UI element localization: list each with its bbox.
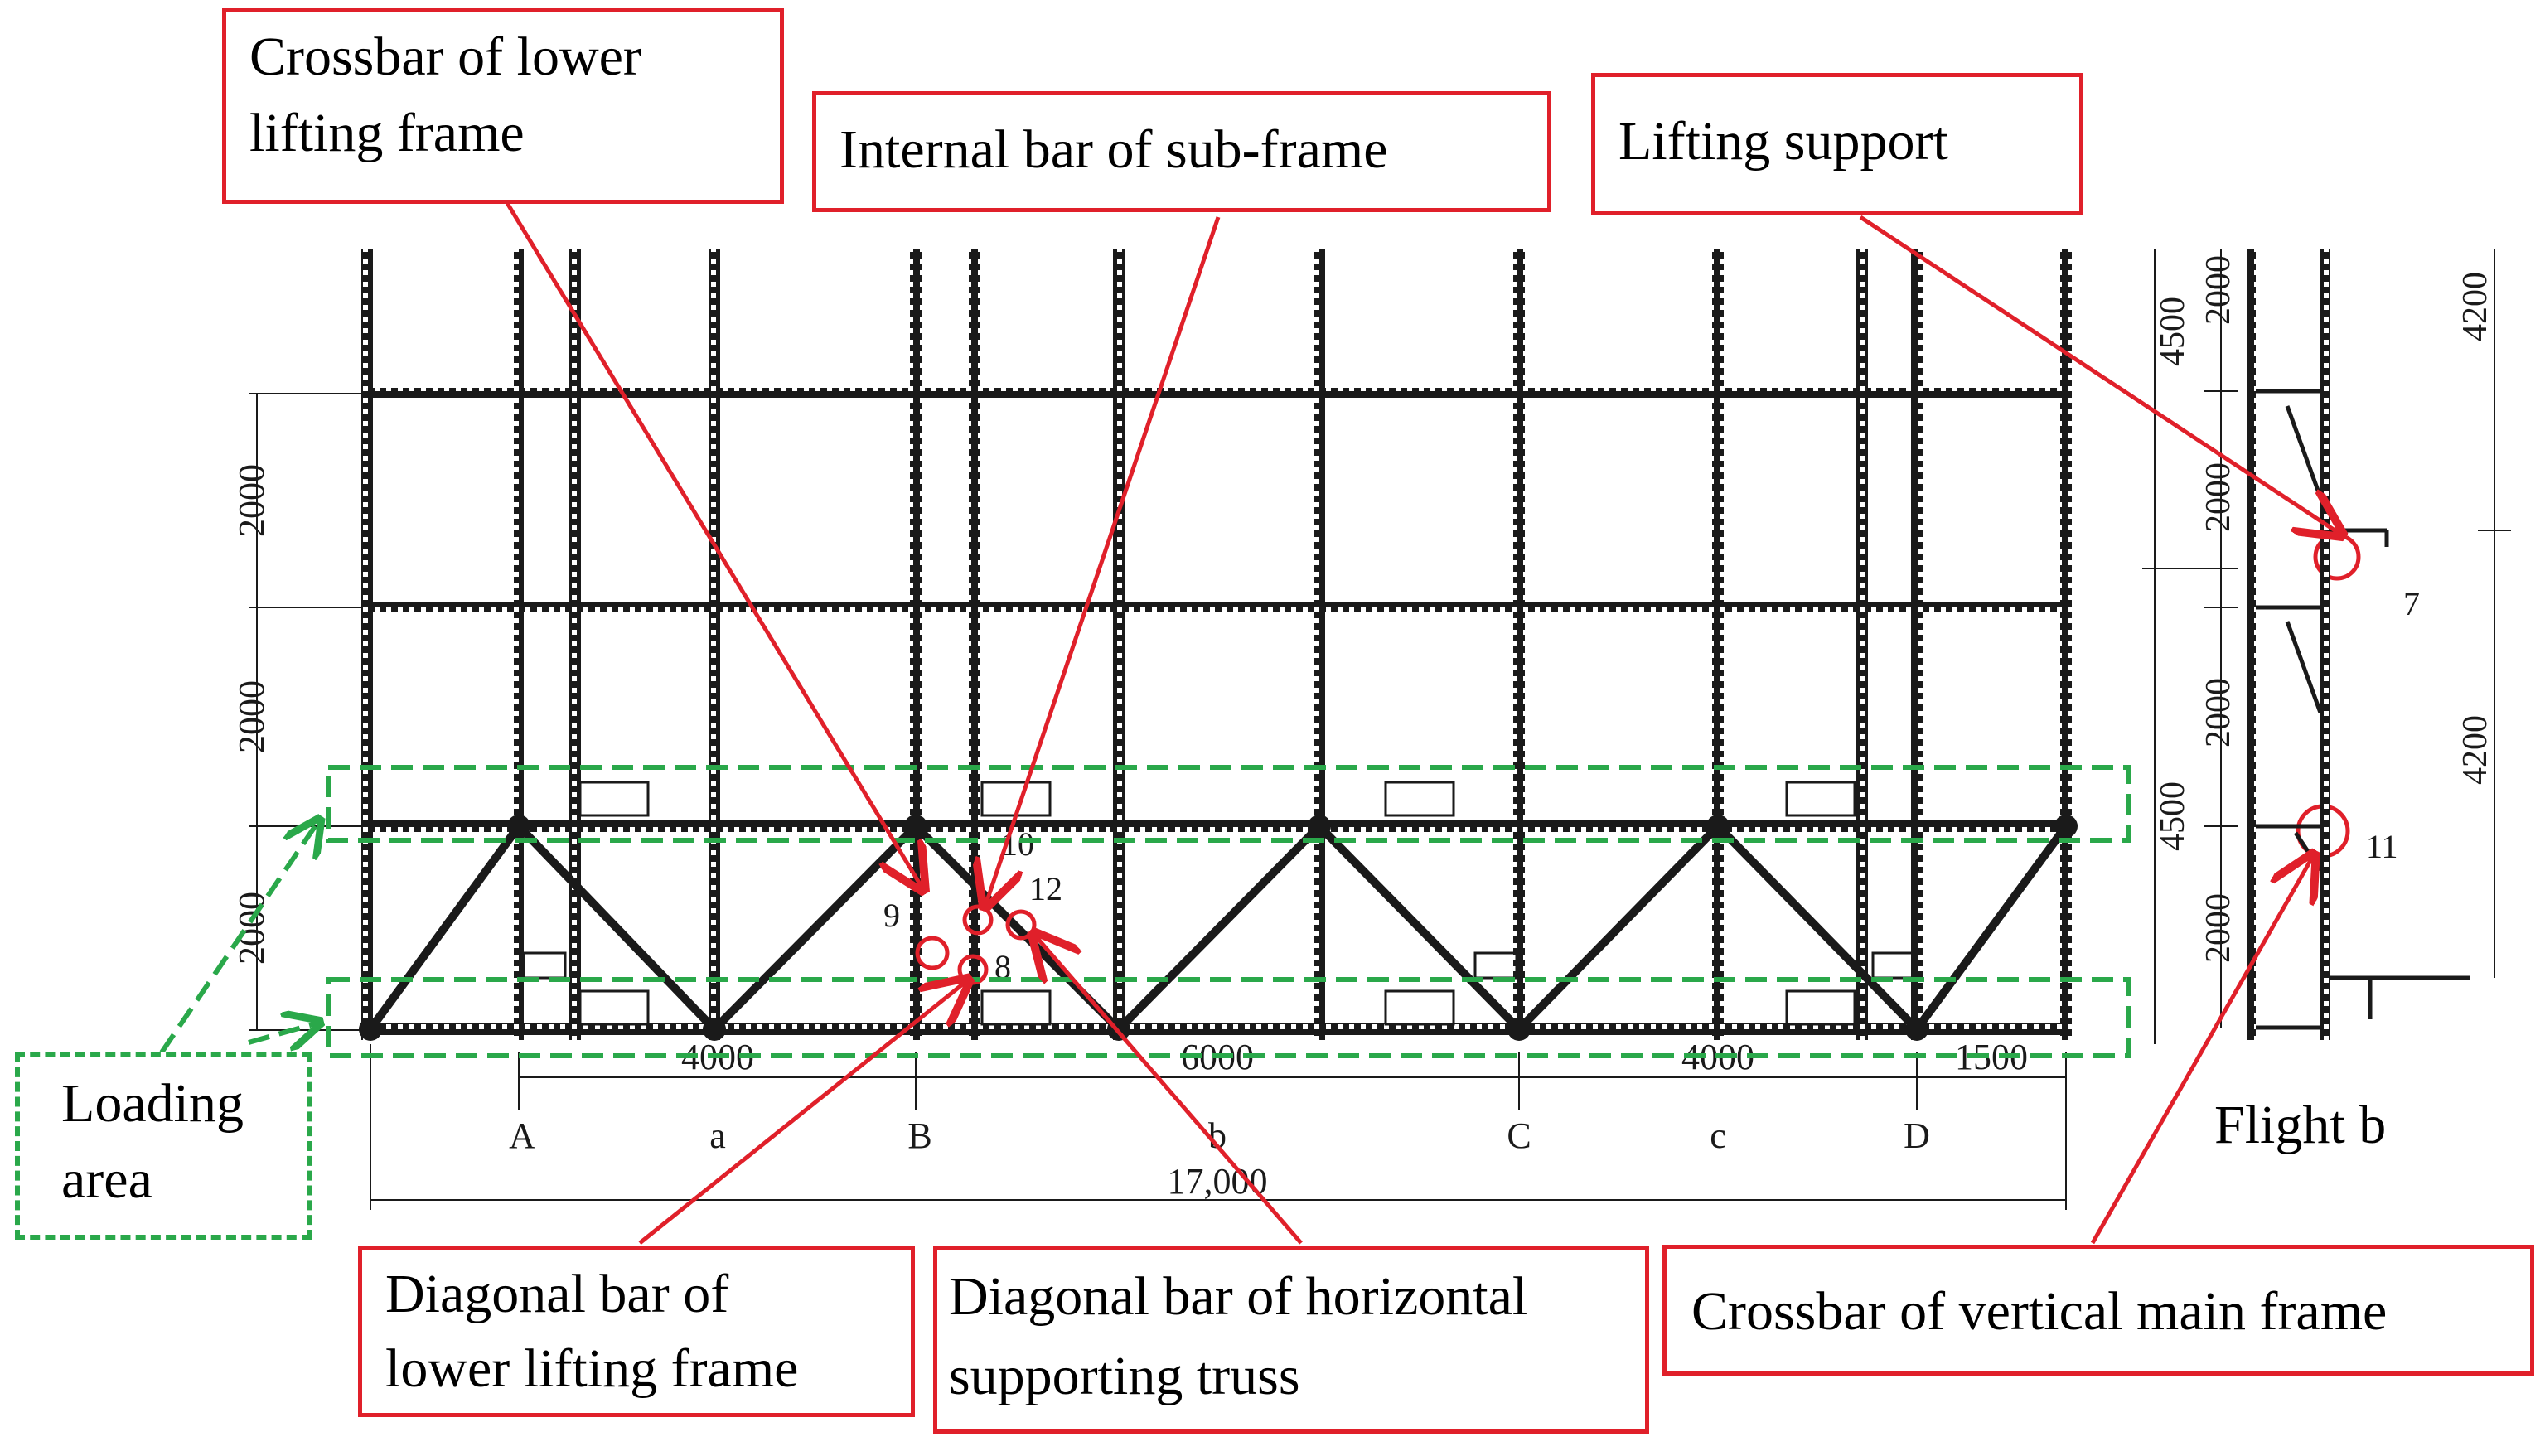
- callout-crossbar-vertical-main-frame: Crossbar of vertical main frame: [1662, 1245, 2534, 1376]
- column-9: [1513, 249, 1525, 1040]
- column-1: [361, 249, 373, 1040]
- callout-line-2: lifting frame: [249, 103, 525, 163]
- callout-internal-bar-subframe: Internal bar of sub-frame: [812, 91, 1551, 212]
- axis-label-a-upper: A: [509, 1115, 535, 1156]
- column-10: [1712, 249, 1724, 1040]
- callout-diagonal-lower-lifting-frame: Diagonal bar of lower lifting frame: [358, 1246, 915, 1417]
- beam-mid: [361, 602, 2072, 612]
- callout-lifting-support: Lifting support: [1591, 73, 2083, 215]
- loading-arrows: [159, 820, 319, 1054]
- axis-label-b-upper: B: [907, 1115, 931, 1156]
- side-dim-2000-c: 2000: [2199, 678, 2238, 747]
- axis-label-c-upper: C: [1507, 1115, 1531, 1156]
- main-frame: [359, 249, 2078, 1041]
- dimension-lines: [249, 393, 2067, 1210]
- dim-height-mid: 2000: [231, 680, 272, 753]
- side-dim-4200-lower: 4200: [2456, 715, 2494, 785]
- column-7: [1113, 249, 1125, 1040]
- beam-top: [361, 388, 2072, 398]
- loading-area-label: Loading area: [15, 1052, 312, 1240]
- side-dim-4500-upper: 4500: [2154, 297, 2192, 366]
- callout-line-1: Lifting support: [1618, 111, 1948, 172]
- loading-line-1: Loading: [61, 1073, 244, 1134]
- callout-line-1: Diagonal bar of horizontal: [949, 1266, 1528, 1327]
- dim-height-bottom: 2000: [231, 892, 272, 965]
- flight-b-label: Flight b: [2214, 1095, 2387, 1155]
- side-dim-2000-d: 2000: [2199, 893, 2238, 963]
- loading-zones: [326, 765, 2131, 1058]
- node-number-9: 9: [883, 897, 900, 934]
- equipment-plates: [522, 781, 1916, 1026]
- beam-bottom: [361, 1023, 2072, 1035]
- loading-line-2: area: [61, 1149, 152, 1210]
- axis-label-a-lower: a: [709, 1115, 726, 1156]
- column-6: [969, 249, 980, 1040]
- truss-diagonals: [366, 823, 2070, 1033]
- column-2: [514, 249, 524, 1040]
- column-11: [1856, 249, 1868, 1040]
- column-12: [1911, 249, 1923, 1040]
- side-column-outer: [2247, 249, 2256, 1040]
- callout-diagonal-horizontal-truss: Diagonal bar of horizontal supporting tr…: [933, 1246, 1649, 1434]
- axis-label-d-upper: D: [1904, 1115, 1930, 1156]
- loading-zone-upper: [326, 765, 2131, 843]
- column-8: [1314, 249, 1325, 1040]
- side-column-inner: [2320, 249, 2330, 1040]
- side-dim-4500-lower: 4500: [2154, 781, 2192, 851]
- dim-total: 17,000: [1168, 1161, 1268, 1202]
- callout-line-1: Crossbar of vertical main frame: [1691, 1281, 2388, 1342]
- axis-label-b-lower: b: [1208, 1115, 1227, 1156]
- side-dim-2000-a: 2000: [2199, 255, 2238, 325]
- side-dim-4200-upper: 4200: [2456, 272, 2494, 341]
- column-13: [2060, 249, 2072, 1040]
- column-3: [569, 249, 581, 1040]
- column-5: [910, 249, 922, 1040]
- callout-line-1: Diagonal bar of: [385, 1264, 729, 1324]
- callout-line-1: Internal bar of sub-frame: [839, 119, 1388, 180]
- side-elevation: 4500 4500 2000 2000 2000 2000 4200 4200: [2142, 249, 2511, 1044]
- callout-crossbar-lower-lifting-frame: Crossbar of lower lifting frame: [222, 8, 784, 204]
- loading-zone-lower: [326, 977, 2131, 1058]
- callout-line-1: Crossbar of lower: [249, 27, 641, 87]
- node-number-12: 12: [1029, 870, 1062, 907]
- beam-lower: [361, 820, 2072, 832]
- axis-label-c-lower: c: [1710, 1115, 1726, 1156]
- side-dim-2000-b: 2000: [2199, 462, 2238, 532]
- node-number-7: 7: [2403, 585, 2420, 622]
- node-number-11: 11: [2366, 828, 2398, 865]
- callout-line-2: lower lifting frame: [385, 1338, 799, 1399]
- dim-height-top: 2000: [231, 464, 272, 537]
- callout-arrows: [505, 201, 2339, 1245]
- column-4: [709, 249, 720, 1040]
- node-number-8: 8: [994, 948, 1011, 985]
- callout-line-2: supporting truss: [949, 1346, 1300, 1406]
